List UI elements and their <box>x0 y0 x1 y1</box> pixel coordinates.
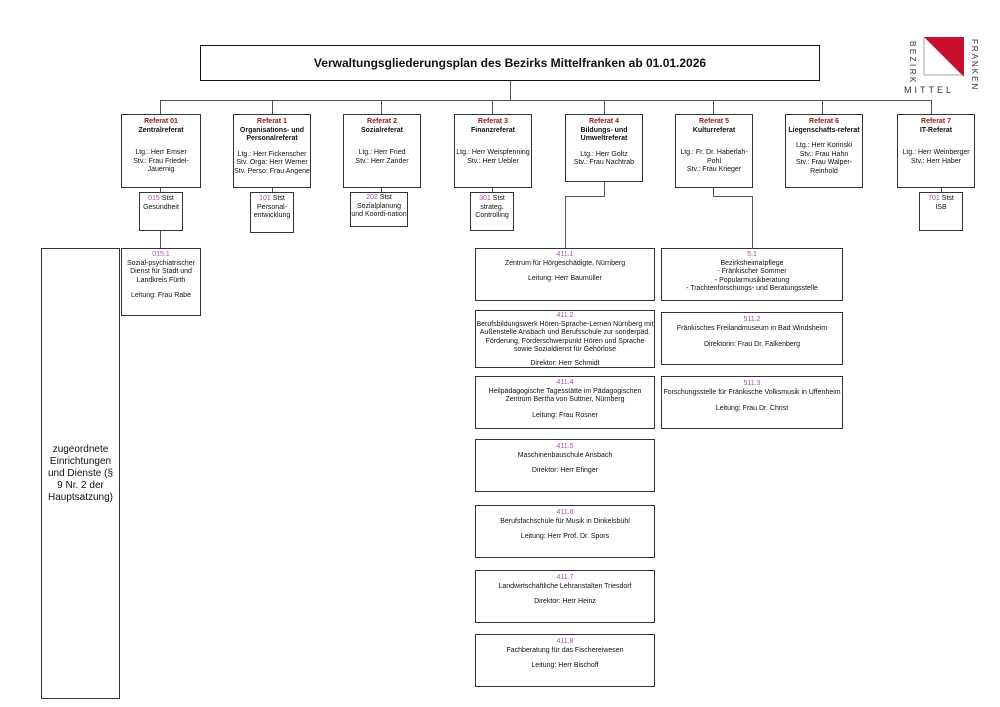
page-title: Verwaltungsgliederungsplan des Bezirks M… <box>200 45 820 81</box>
stst-code: 101 <box>259 195 271 202</box>
unit-411-2: 411.2 Berufsbildungswerk Hören-Sprache-L… <box>475 310 655 368</box>
unit-text: Berufsbildungswerk Hören-Sprache-Lernen … <box>476 320 654 354</box>
logo-word-side: FRANKEN <box>970 39 979 91</box>
unit-411-7: 411.7 Landwirtschaftliche Lehranstalten … <box>475 570 655 623</box>
unit-5-1: 5.1 Bezirksheimatpflege - Fränkischer So… <box>661 248 843 301</box>
stst-label: Stst Sozialplanung und Koordi-nation <box>351 194 407 218</box>
logo-word-bottom: MITTEL <box>904 85 954 95</box>
referat-name: Zentralreferat <box>138 126 184 134</box>
referat-lead: Ltg.: Herr Goltz Stv.: Frau Nachtrab <box>573 150 635 167</box>
referat-lead: Ltg.: Herr Emser Stv.: Frau Friedel-Jaue… <box>133 149 189 173</box>
stst-code: 202 <box>366 194 378 201</box>
unit-lead: Leitung: Frau Dr. Christ <box>715 405 789 412</box>
referat-title: Referat 1 <box>257 118 287 125</box>
unit-code: 411.8 <box>556 638 574 645</box>
unit-code: 511.2 <box>743 316 761 323</box>
assigned-institutions-label: zugeordnete Einrichtungen und Dienste (§… <box>41 248 120 699</box>
referat-title: Referat 7 <box>921 118 951 125</box>
unit-lead: Leitung: Herr Baumüller <box>528 275 602 282</box>
referat-lead: Ltg.: Herr Weinberger Stv.: Herr Haber <box>902 149 970 165</box>
referat-title: Referat 2 <box>367 118 397 125</box>
unit-text: Landwirtschaftliche Lehranstalten Triesd… <box>498 582 632 590</box>
referat-name: Organisations- und Personalreferat <box>239 126 305 143</box>
referat-name: Bildungs- und Umweltreferat <box>580 126 628 143</box>
unit-code: 511.3 <box>743 380 761 387</box>
referat-title: Referat 6 <box>809 118 839 125</box>
unit-text: Sozial-psychiatrischer Dienst für Stadt … <box>126 259 196 284</box>
logo-triangle <box>924 37 964 77</box>
unit-code: 411.4 <box>556 379 574 386</box>
unit-text: Zentrum für Hörgeschädigte, Nürnberg <box>504 259 626 267</box>
unit-lead: Direktor: Herr Schmidt <box>530 359 600 367</box>
unit-text: Forschungsstelle für Fränkische Volksmus… <box>663 388 841 396</box>
unit-lead: Leitung: Herr Bischoff <box>531 662 599 669</box>
stst-015-box: 015 Stst Gesundheit <box>139 192 183 231</box>
referat-5-box: Referat 5 Kulturreferat Ltg.: Fr. Dr. Ha… <box>675 114 753 188</box>
unit-015-1: 015.1 Sozial-psychiatrischer Dienst für … <box>121 248 201 316</box>
unit-lead: Leitung: Frau Rosner <box>532 411 598 419</box>
referat-01-box: Referat 01 Zentralreferat Ltg.: Herr Ems… <box>121 114 201 188</box>
stst-101-box: 101 Stst Personal-entwicklung <box>250 192 294 233</box>
stst-701-box: 701 Stst ISB <box>919 192 963 231</box>
stst-label: Stst Gesundheit <box>143 195 179 211</box>
referat-lead: Ltg.: Fr. Dr. Haberlah-Pohl Stv.: Frau K… <box>680 149 748 173</box>
referat-1-box: Referat 1 Organisations- und Personalref… <box>233 114 311 188</box>
referat-7-box: Referat 7 IT-Referat Ltg.: Herr Weinberg… <box>897 114 975 188</box>
unit-lead: Direktor: Herr Heinz <box>534 598 596 605</box>
unit-411-4: 411.4 Heilpädagogische Tagesstätte im Pä… <box>475 376 655 429</box>
unit-lead: Direktor: Herr Efinger <box>531 467 599 474</box>
referat-2-box: Referat 2 Sozialreferat Ltg.: Herr Fried… <box>343 114 421 188</box>
unit-411-6: 411.6 Berufsfachschule für Musik in Dink… <box>475 505 655 558</box>
unit-text: Fränkisches Freilandmuseum in Bad Windsh… <box>676 324 828 332</box>
unit-code: 015.1 <box>152 251 170 258</box>
stst-202-box: 202 Stst Sozialplanung und Koordi-nation <box>350 192 408 227</box>
stst-code: 301 <box>479 195 491 202</box>
unit-511-3: 511.3 Forschungsstelle für Fränkische Vo… <box>661 376 843 429</box>
stst-label: Stst strateg. Controlling <box>475 195 509 219</box>
referat-3-box: Referat 3 Finanzreferat Ltg.: Herr Weisp… <box>454 114 532 188</box>
unit-code: 411.2 <box>556 312 574 319</box>
referat-title: Referat 3 <box>478 118 508 125</box>
stst-code: 015 <box>148 195 160 202</box>
referat-name: Finanzreferat <box>471 126 515 134</box>
unit-text: Heilpädagogische Tagesstätte im Pädagogi… <box>488 387 642 404</box>
unit-text: Fachberatung für das Fischereiwesen <box>506 646 624 654</box>
stst-label: Stst Personal-entwicklung <box>253 195 291 219</box>
unit-code: 411.5 <box>556 443 574 450</box>
unit-lead: Direktorin: Frau Dr. Falkenberg <box>703 341 801 348</box>
page-title-text: Verwaltungsgliederungsplan des Bezirks M… <box>313 56 707 70</box>
referat-title: Referat 4 <box>589 118 619 125</box>
unit-411-8: 411.8 Fachberatung für das Fischereiwese… <box>475 634 655 687</box>
unit-411-1: 411.1 Zentrum für Hörgeschädigte, Nürnbe… <box>475 248 655 301</box>
unit-lead: Leitung: Herr Prof. Dr. Spors <box>520 533 610 540</box>
stst-label: Stst ISB <box>935 195 954 211</box>
logo-word-top: BEZIRK <box>908 41 917 85</box>
unit-511-2: 511.2 Fränkisches Freilandmuseum in Bad … <box>661 312 843 365</box>
unit-text: Maschinenbauschule Ansbach <box>517 451 613 459</box>
unit-code: 411.1 <box>556 251 574 258</box>
referat-name: Kulturreferat <box>692 126 736 134</box>
bezirk-mittelfranken-logo: BEZIRK MITTEL FRANKEN <box>904 37 979 95</box>
referat-name: Sozialreferat <box>360 126 404 134</box>
unit-411-5: 411.5 Maschinenbauschule Ansbach Direkto… <box>475 439 655 492</box>
unit-lead: Leitung: Frau Rabe <box>131 292 191 299</box>
referat-lead: Ltg.: Herr Korinski Stv.: Frau Hahn Stv.… <box>795 142 853 175</box>
stst-301-box: 301 Stst strateg. Controlling <box>470 192 514 231</box>
referat-lead: Ltg.: Herr Fickenscher Stv. Orga: Herr W… <box>234 150 310 175</box>
unit-code: 5.1 <box>747 251 757 258</box>
side-label-text: zugeordnete Einrichtungen und Dienste (§… <box>47 443 114 503</box>
unit-text: Bezirksheimatpflege - Fränkischer Sommer… <box>686 259 818 293</box>
referat-name: Liegenschafts-referat <box>788 126 860 134</box>
referat-title: Referat 5 <box>699 118 729 125</box>
referat-lead: Ltg.: Herr Weispfenning Stv.: Herr Ueble… <box>456 149 530 165</box>
unit-text: Berufsfachschule für Musik in Dinkelsbüh… <box>500 517 630 525</box>
referat-lead: Ltg.: Herr Fried Stv.: Herr Zander <box>355 149 409 165</box>
referat-6-box: Referat 6 Liegenschafts-referat Ltg.: He… <box>785 114 863 188</box>
unit-code: 411.6 <box>556 509 574 516</box>
referat-4-box: Referat 4 Bildungs- und Umweltreferat Lt… <box>565 114 643 182</box>
referat-name: IT-Referat <box>919 126 953 134</box>
referat-title: Referat 01 <box>144 118 178 125</box>
stst-code: 701 <box>928 195 940 202</box>
unit-code: 411.7 <box>556 574 574 581</box>
